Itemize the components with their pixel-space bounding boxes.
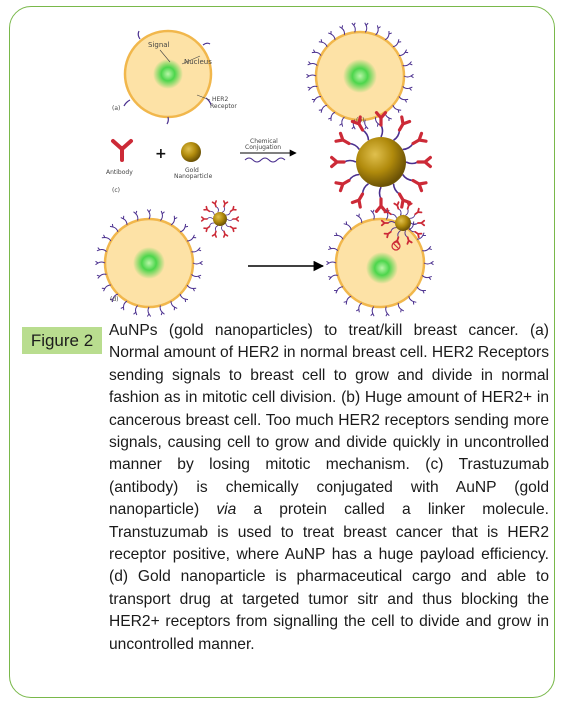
blocked-signal-icon (391, 241, 401, 251)
caption-text-2: a protein called a linker molecule. Tran… (109, 501, 550, 653)
label-conjugation: Conjugation (245, 144, 281, 151)
caption-text-1: AuNPs (gold nanoparticles) to treat/kill… (109, 322, 549, 519)
her2-receptor-cluster (306, 22, 414, 130)
panel-a-normal-cell: Signal Nucleus HER2 Receptor (a) (112, 29, 237, 125)
label-nanoparticle: Nanoparticle (174, 173, 213, 180)
label-receptor: Receptor (210, 103, 237, 110)
label-chemical: Chemical (250, 138, 278, 145)
caption-italic: via (216, 501, 237, 519)
label-antibody: Antibody (106, 169, 133, 176)
panel-c-conjugation: Antibody + Gold Nanoparticle Chemical Co… (106, 111, 432, 213)
linker-squiggle (244, 157, 286, 163)
panel-b-cancer-cell: (b) (306, 22, 414, 130)
plus-sign: + (155, 146, 167, 162)
gold-nanoparticle-icon (181, 142, 201, 162)
label-signal: Signal (148, 41, 170, 49)
figure-caption: AuNPs (gold nanoparticles) to treat/kill… (109, 320, 549, 656)
panel-c-label: (c) (112, 187, 120, 194)
antibody-icon (111, 139, 133, 162)
figure-illustration: Signal Nucleus HER2 Receptor (a) (b) Ant… (95, 22, 434, 317)
small-conjugate-before (200, 200, 240, 238)
label-gold: Gold (185, 167, 199, 174)
label-nucleus: Nucleus (184, 58, 212, 66)
figure-badge: Figure 2 (22, 327, 102, 354)
her2-receptor-cluster-before (95, 209, 203, 317)
label-her2: HER2 (212, 96, 228, 103)
panel-a-label: (a) (112, 105, 120, 112)
panel-d-label: (d) (110, 296, 119, 303)
panel-d-targeting: (d) (95, 200, 434, 317)
antibody-gold-conjugate (330, 111, 432, 213)
small-conjugate-bound (380, 201, 426, 245)
